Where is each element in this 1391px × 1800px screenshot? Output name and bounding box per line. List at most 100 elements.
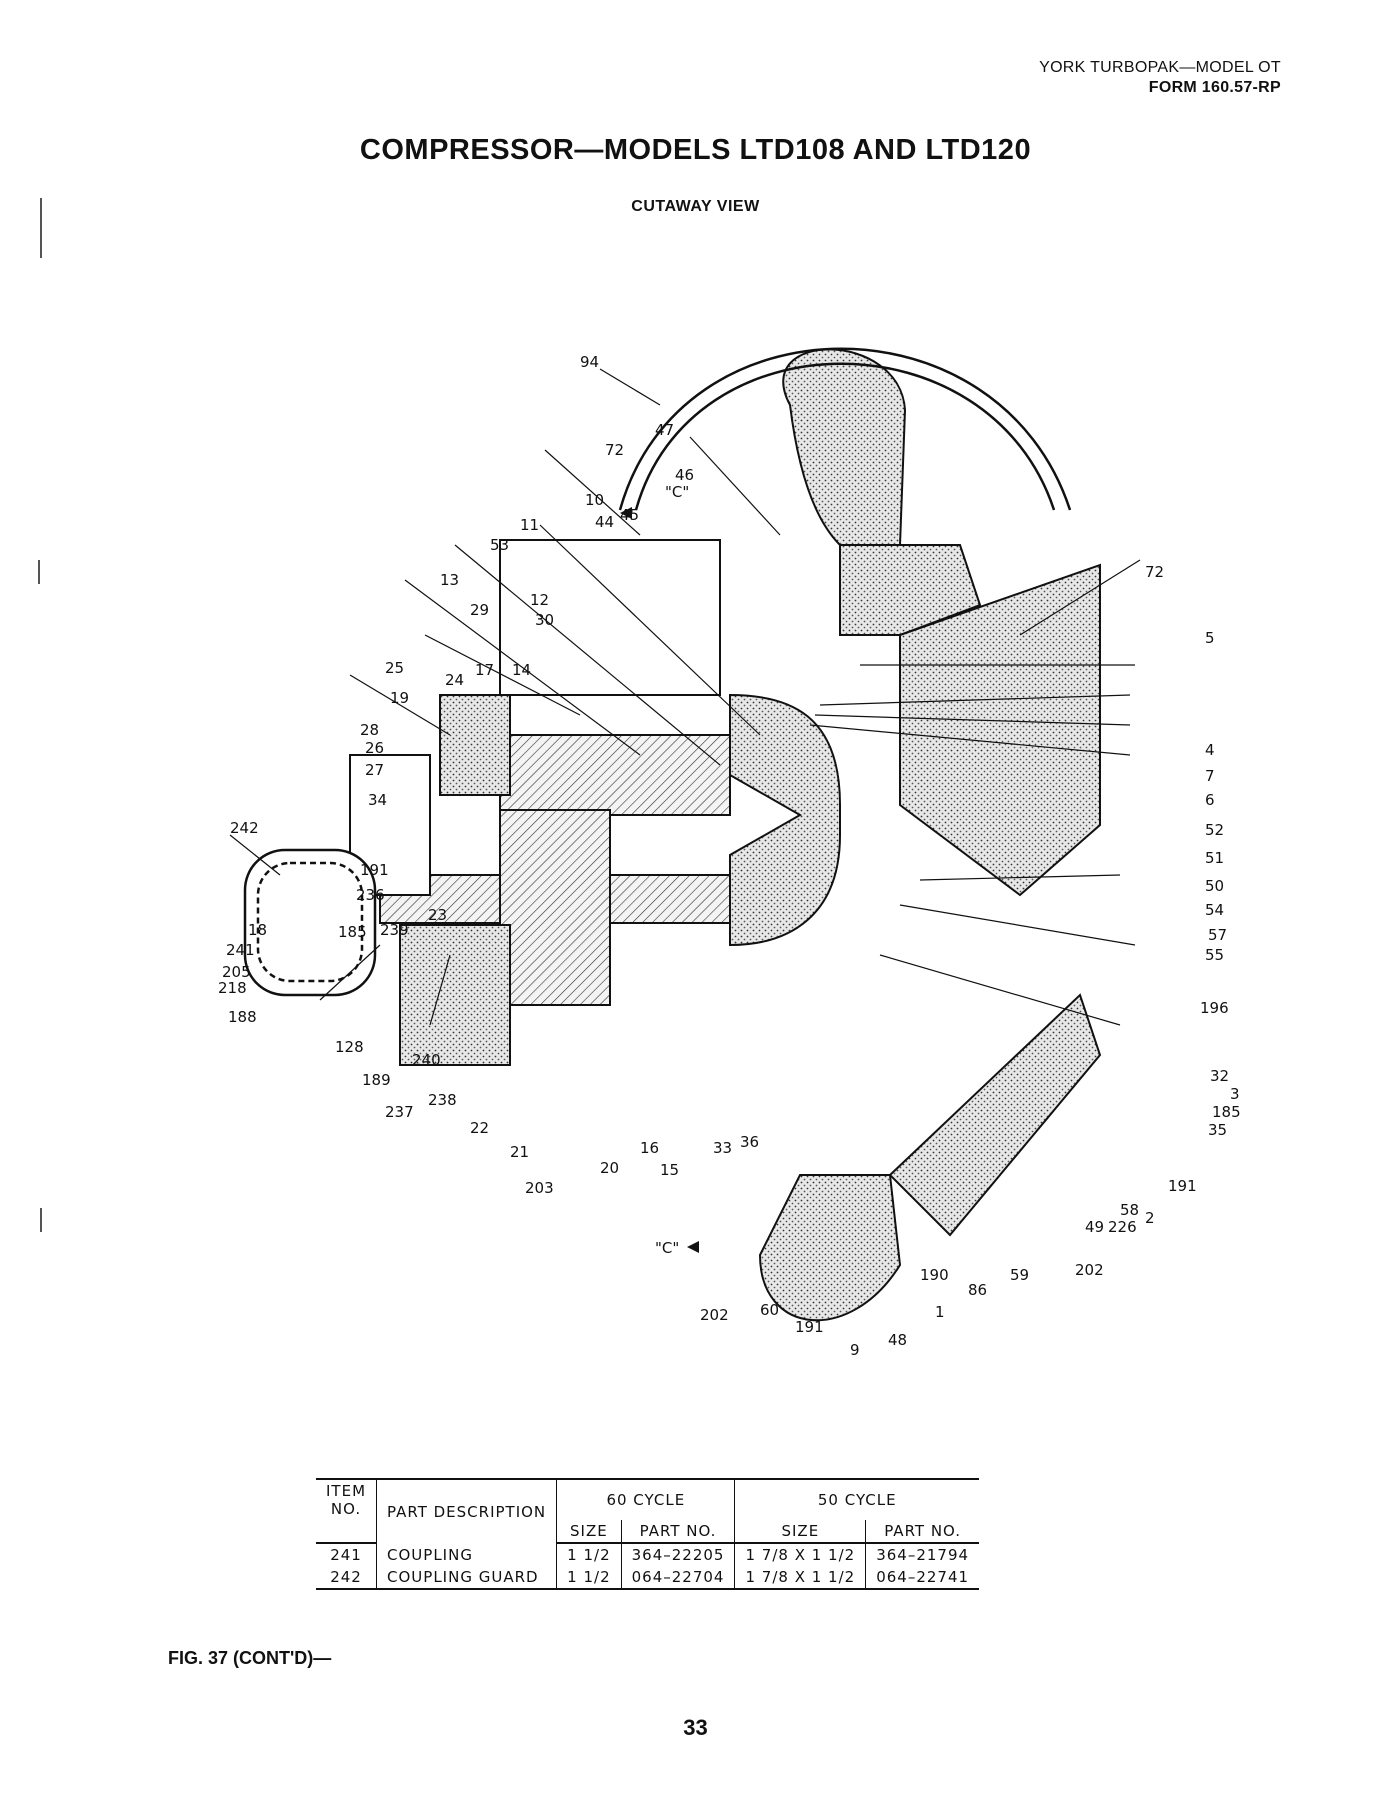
callout-4: 4	[1205, 741, 1215, 759]
callout-239: 239	[380, 921, 409, 939]
callout-1: 1	[935, 1303, 945, 1321]
callout-6: 6	[1205, 791, 1215, 809]
callout-19: 19	[390, 689, 409, 707]
volute-casing	[758, 348, 1102, 1322]
callout-2: 2	[1145, 1209, 1155, 1227]
header-item-no: ITEM NO.	[316, 1478, 377, 1520]
callout-26: 26	[365, 739, 384, 757]
document-header: YORK TURBOPAK—MODEL OT FORM 160.57-RP	[1039, 58, 1281, 98]
header-model-line: YORK TURBOPAK—MODEL OT	[1039, 59, 1281, 76]
callout-13: 13	[440, 571, 459, 589]
callout-205: 205	[222, 963, 251, 981]
callout-72: 72	[605, 441, 624, 459]
callout-190: 190	[920, 1266, 949, 1284]
callout-27: 27	[365, 761, 384, 779]
callout-57: 57	[1208, 926, 1227, 944]
svg-text:"C": "C"	[655, 1239, 679, 1257]
callout-24: 24	[445, 671, 464, 689]
callout-18: 18	[248, 921, 267, 939]
header-part-no-60: PART NO.	[620, 1520, 735, 1544]
discharge-bypass-pipe	[618, 347, 1072, 511]
callout-55: 55	[1205, 946, 1224, 964]
cell-size-60: 1 1/2	[556, 1543, 622, 1566]
shaft-and-gear-assembly	[349, 539, 731, 1066]
cell-item: 242	[316, 1566, 377, 1590]
callout-20: 20	[600, 1159, 619, 1177]
margin-mark	[40, 1208, 42, 1232]
callout-242: 242	[230, 819, 259, 837]
callout-241: 241	[226, 941, 255, 959]
section-marker-top: "C"	[620, 483, 689, 519]
header-form-number: FORM 160.57-RP	[1148, 79, 1281, 96]
cell-item: 241	[330, 1546, 362, 1564]
callout-238: 238	[428, 1091, 457, 1109]
table-row: 241 COUPLING 1 1/2 364–22205 1 7/8 X 1 1…	[316, 1543, 980, 1566]
callout-202: 202	[700, 1306, 729, 1324]
callout-3: 3	[1230, 1085, 1240, 1103]
callout-237: 237	[385, 1103, 414, 1121]
callout-16: 16	[640, 1139, 659, 1157]
callout-36: 36	[740, 1133, 759, 1151]
callout-128: 128	[335, 1038, 364, 1056]
cell-size-50: 1 7/8 X 1 1/2	[734, 1543, 866, 1566]
callout-185: 185	[338, 923, 367, 941]
callout-48: 48	[888, 1331, 907, 1349]
header-size-50: SIZE	[734, 1520, 866, 1544]
callout-54: 54	[1205, 901, 1224, 919]
section-marker-bottom: "C"	[655, 1239, 699, 1257]
callout-28: 28	[360, 721, 379, 739]
cell-part-60: 364–22205	[620, 1543, 735, 1566]
callout-15: 15	[660, 1161, 679, 1179]
callout-86: 86	[968, 1281, 987, 1299]
callout-72-right: 72	[1145, 563, 1164, 581]
callout-29: 29	[470, 601, 489, 619]
callout-203: 203	[525, 1179, 554, 1197]
header-size-60: SIZE	[556, 1520, 622, 1544]
callout-58: 58	[1120, 1201, 1139, 1219]
view-subtitle: CUTAWAY VIEW	[631, 198, 760, 215]
header-part-no-50: PART NO.	[865, 1520, 980, 1544]
callout-34: 34	[368, 791, 387, 809]
leader-lines	[229, 368, 1141, 1026]
cell-description: COUPLING GUARD	[376, 1566, 557, 1590]
cell-part-60: 064–22704	[620, 1566, 735, 1590]
callout-49: 49	[1085, 1218, 1104, 1236]
callout-17: 17	[475, 661, 494, 679]
callout-21: 21	[510, 1143, 529, 1161]
cell-size-60: 1 1/2	[556, 1566, 622, 1590]
svg-text:"C": "C"	[665, 483, 689, 501]
callout-191: 191	[360, 861, 389, 879]
callout-185-right: 185	[1212, 1103, 1241, 1121]
callout-59: 59	[1010, 1266, 1029, 1284]
callout-47: 47	[655, 421, 674, 439]
cell-part-50: 364–21794	[865, 1543, 980, 1566]
callout-23: 23	[428, 906, 447, 924]
callout-52: 52	[1205, 821, 1224, 839]
table-row: 242 COUPLING GUARD 1 1/2 064–22704 1 7/8…	[316, 1566, 980, 1590]
callout-60: 60	[760, 1301, 779, 1319]
callout-94: 94	[580, 353, 599, 371]
callout-32: 32	[1210, 1067, 1229, 1085]
callout-191-bottom: 191	[795, 1318, 824, 1336]
page-title: COMPRESSOR—MODELS LTD108 AND LTD120	[359, 134, 1032, 166]
callout-51: 51	[1205, 849, 1224, 867]
callout-44: 44	[595, 513, 614, 531]
impeller	[729, 693, 841, 947]
header-part-description: PART DESCRIPTION	[376, 1478, 557, 1543]
header-50-cycle: 50 CYCLE	[734, 1478, 980, 1520]
callout-226: 226	[1108, 1218, 1137, 1236]
margin-mark	[38, 560, 40, 584]
callout-22: 22	[470, 1119, 489, 1137]
callout-196: 196	[1200, 999, 1229, 1017]
figure-caption: FIG. 37 (CONT'D)—	[168, 1648, 332, 1668]
callout-14: 14	[512, 661, 531, 679]
callout-191-right: 191	[1168, 1177, 1197, 1195]
callout-9: 9	[850, 1341, 860, 1355]
callout-11: 11	[520, 516, 539, 534]
callout-46: 46	[675, 466, 694, 484]
callout-236: 236	[356, 886, 385, 904]
callout-189: 189	[362, 1071, 391, 1089]
callout-30: 30	[535, 611, 554, 629]
callout-50: 50	[1205, 877, 1224, 895]
callout-7: 7	[1205, 767, 1215, 785]
